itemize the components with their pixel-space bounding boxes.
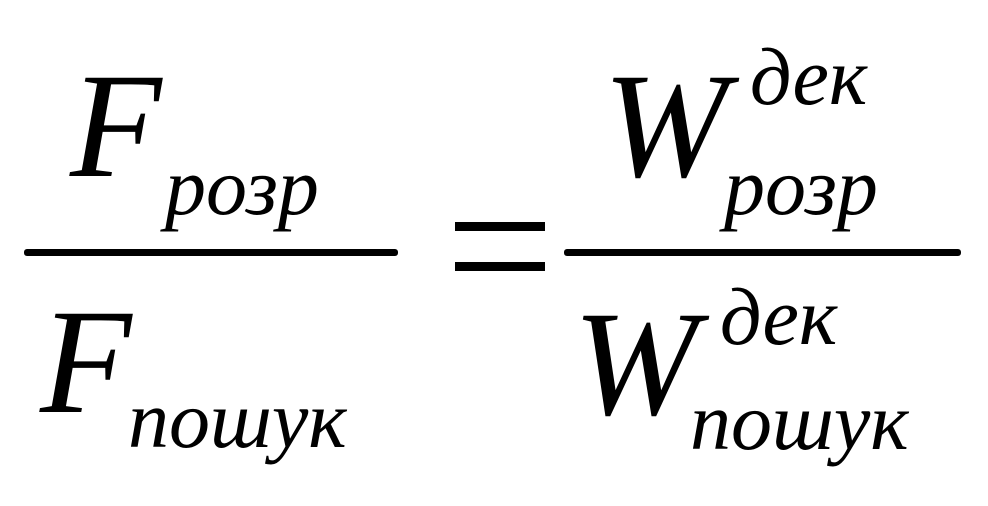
- right-denominator-symbol: W: [573, 281, 710, 447]
- left-denominator-symbol: F: [39, 279, 133, 445]
- left-numerator-symbol: F: [69, 43, 163, 209]
- right-denominator-subscript: пошук: [690, 376, 909, 467]
- right-numerator-symbol: W: [603, 43, 740, 209]
- left-numerator-subscript: розр: [160, 141, 319, 232]
- left-fraction-bar: [24, 249, 398, 256]
- right-numerator-subscript: розр: [719, 141, 878, 232]
- right-denominator-superscript: дек: [720, 271, 838, 362]
- right-numerator-superscript: дек: [750, 31, 868, 122]
- right-fraction-bar: [564, 249, 961, 256]
- left-denominator-subscript: пошук: [128, 374, 347, 465]
- equals-sign: [455, 222, 545, 271]
